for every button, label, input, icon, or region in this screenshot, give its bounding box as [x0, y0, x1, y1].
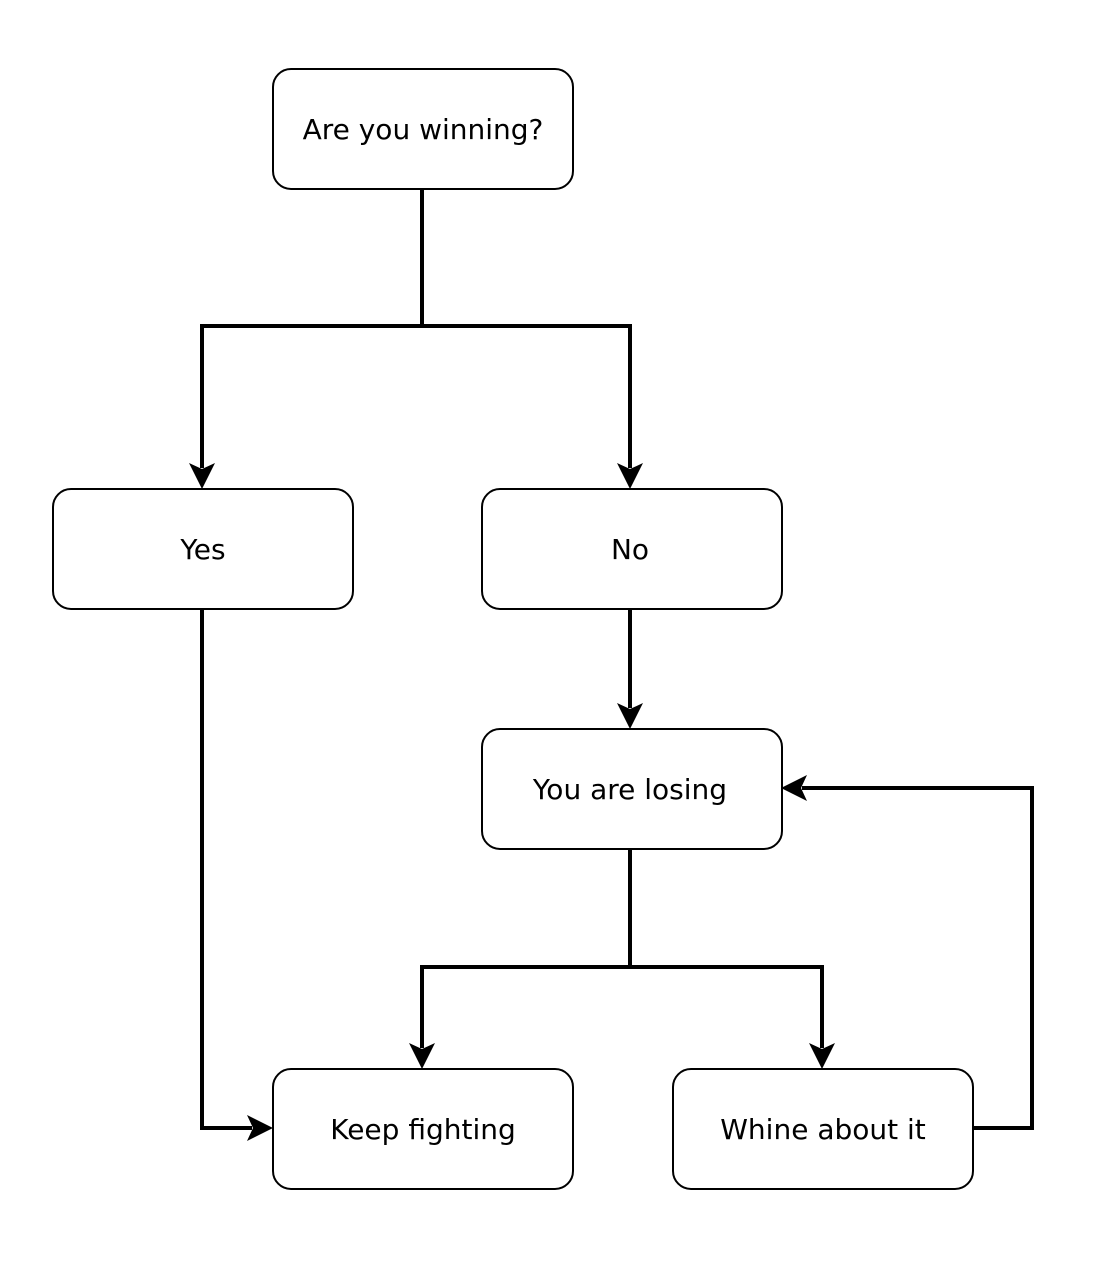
edge-winning-to-no [422, 324, 632, 468]
edge-yes-to-keep [200, 609, 252, 1130]
edge-winning-to-yes [200, 189, 424, 468]
node-box [672, 1068, 974, 1190]
arrowhead-keep-top [409, 1043, 435, 1069]
arrowhead-losing-right [781, 775, 807, 801]
edge-losing-to-whine [630, 965, 824, 1048]
node-label: Yes [179, 533, 225, 566]
arrowhead-keep-left [247, 1115, 273, 1141]
edge-losing-to-keep [420, 849, 632, 1048]
node-keep-fighting: Keep fighting [272, 1068, 574, 1190]
edge-whine-to-losing [802, 786, 1034, 1130]
node-label: Whine about it [720, 1113, 926, 1146]
arrowhead-whine [809, 1043, 835, 1069]
node-box [481, 488, 783, 610]
node-label: No [611, 533, 649, 566]
node-box [52, 488, 354, 610]
node-whine-about-it: Whine about it [672, 1068, 974, 1190]
node-box [481, 728, 783, 850]
arrowhead-yes [189, 463, 215, 489]
arrowhead-losing [617, 703, 643, 729]
node-label: Keep fighting [330, 1113, 516, 1146]
node-box [272, 1068, 574, 1190]
arrowhead-no [617, 463, 643, 489]
node-are-you-winning: Are you winning? [272, 68, 574, 190]
node-yes: Yes [52, 488, 354, 610]
node-box [272, 68, 574, 190]
node-label: Are you winning? [303, 113, 544, 146]
node-no: No [481, 488, 783, 610]
node-label: You are losing [532, 773, 727, 806]
edges [189, 189, 1034, 1141]
node-you-are-losing: You are losing [481, 728, 783, 850]
